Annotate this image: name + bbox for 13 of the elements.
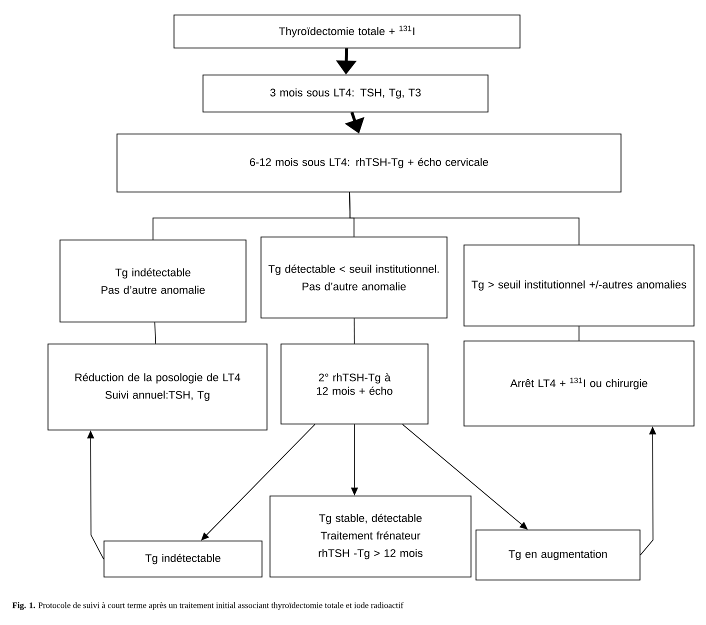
process-box: 6-12 mois sous LT4: rhTSH-Tg + écho cervicale [116, 134, 622, 192]
process-box: 2° rhTSH-Tg à 12 mois + écho [280, 344, 428, 424]
caption: Fig. 1. Protocole de suivi à court terme après un traitement initial associant thyroïdectomie totale et iode radioactif [12, 602, 404, 610]
process-box: Tg stable, détectable Traitement frénateur rhTSH -Tg > 12 mois [270, 496, 472, 578]
process-box: Tg > seuil institutionnel +/-autres anomalies [464, 244, 694, 326]
process-box: Arrêt LT4 + $^{131}$I ou chirurgie [464, 340, 694, 426]
process-box: Tg en augmentation [476, 530, 640, 580]
process-box: Thyroïdectomie totale + $^{131}$I [174, 14, 520, 48]
process-box: 3 mois sous LT4: TSH, Tg, T3 [202, 74, 488, 112]
process-box: Tg indétectable [104, 540, 262, 578]
process-box: Tg détectable < seuil institutionnel. Pas d’autre anomalie [260, 236, 448, 318]
process-box: Réduction de la posologie de LT4 Suivi annuel:TSH, Tg [48, 344, 268, 430]
process-box: Tg indétectable Pas d’autre anomalie [60, 240, 246, 322]
